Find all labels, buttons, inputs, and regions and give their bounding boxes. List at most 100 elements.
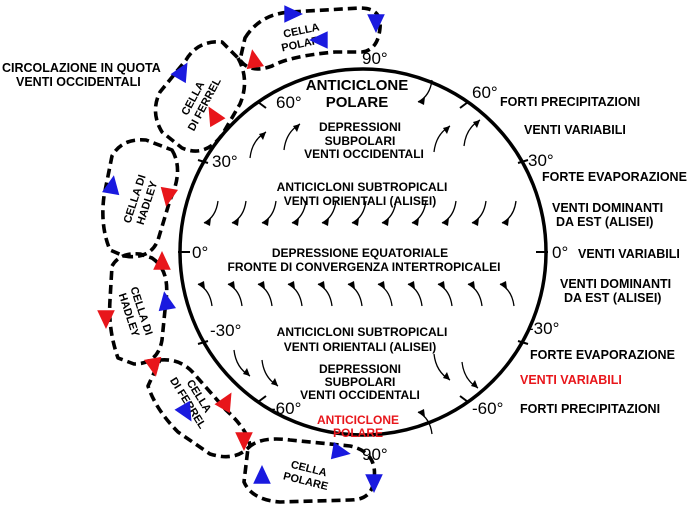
wind-curl-arrowhead — [438, 281, 445, 289]
air-flow-arrow-blue — [330, 442, 351, 460]
wind-curl-arrow — [227, 283, 243, 307]
latitude-left-minus30: -30° — [210, 321, 241, 340]
latitude-label-90-north: 90° — [362, 49, 388, 68]
right-label-trade-winds-south-line1: VENTI DOMINANTI — [560, 277, 671, 291]
air-flow-arrow-red — [246, 49, 264, 70]
zone-equatorial-line1: DEPRESSIONE EQUATORIALE — [272, 246, 448, 260]
wind-curl-arrow — [287, 283, 303, 307]
air-flow-arrow-blue — [253, 465, 271, 484]
cell-label-hadley-north: CELLA DI HADLEY — [122, 173, 161, 226]
zone-equatorial-line2: FRONTE DI CONVERGENZA INTERTROPICALEI — [228, 260, 501, 274]
wind-curl-arrow — [501, 200, 517, 224]
wind-curl-arrow — [441, 200, 457, 224]
wind-curl-arrowhead — [443, 372, 450, 380]
air-flow-arrow-blue — [158, 291, 176, 312]
zone-polar-high-north-line2: POLARE — [326, 94, 389, 111]
zone-subtropical-south-line1: ANTICICLONI SUBTROPICALI — [277, 325, 448, 339]
wind-curl-arrowhead — [352, 218, 359, 226]
wind-curl-arrowhead — [408, 281, 415, 289]
zone-subtropical-north-line2: VENTI ORIENTALI (ALISEI) — [284, 194, 436, 208]
wind-curl-arrow — [257, 283, 273, 307]
wind-curl-arrow — [471, 200, 487, 224]
cell-label-polar-south: CELLA POLARE — [282, 459, 329, 493]
right-label-evaporation-north: FORTE EVAPORAZIONE — [542, 170, 687, 184]
flow-arrows — [97, 5, 385, 493]
cell-hadley-north-loop — [101, 138, 180, 259]
wind-curl-arrowhead — [473, 120, 480, 128]
latitude-right-30: 30° — [528, 151, 554, 170]
right-label-heavy-rain-north: FORTI PRECIPITAZIONI — [500, 95, 640, 109]
air-flow-arrow-blue — [170, 62, 188, 84]
upper-air-line1: CIRCOLAZIONE IN QUOTA — [2, 61, 161, 75]
wind-curl-arrowhead — [502, 218, 509, 226]
right-label-variable-winds-north: VENTI VARIABILI — [524, 123, 626, 137]
wind-curl-arrowhead — [262, 218, 269, 226]
wind-curl-arrowhead — [471, 380, 478, 388]
wind-curl-arrow — [437, 283, 453, 307]
zone-subpolar-north-line3: VENTI OCCIDENTALI — [304, 147, 424, 161]
latitude-right-minus30: -30° — [528, 319, 559, 338]
cell-label-hadley-south: CELLA DI HADLEY — [116, 285, 155, 339]
wind-curl-arrowhead — [259, 132, 266, 140]
right-label-heavy-rain-south: FORTI PRECIPITAZIONI — [520, 402, 660, 416]
latitude-left-minus60: -60° — [270, 399, 301, 418]
wind-curl-arrowhead — [468, 281, 475, 289]
air-flow-arrow-blue — [367, 14, 385, 34]
air-flow-arrow-blue — [174, 400, 192, 422]
air-flow-arrow-red — [160, 186, 178, 207]
cell-polar-south-loop — [242, 437, 377, 504]
wind-curl-arrowhead — [204, 218, 211, 226]
wind-curl-arrowhead — [198, 281, 205, 289]
air-flow-arrow-blue — [365, 474, 383, 493]
cell-polar-north-loop — [238, 6, 382, 71]
cell-ferrel-north-loop — [153, 40, 247, 153]
wind-curl-arrows — [197, 79, 517, 435]
right-label-evaporation-south: FORTE EVAPORAZIONE — [530, 348, 675, 362]
wind-curl-arrowhead — [288, 281, 295, 289]
air-flow-arrow-red — [153, 251, 171, 270]
wind-curl-arrowhead — [228, 281, 235, 289]
circulation-cells — [101, 6, 382, 504]
zone-polar-high-south-line2: POLARE — [333, 426, 383, 440]
wind-curl-arrowhead — [472, 218, 479, 226]
wind-curl-arrowhead — [271, 378, 278, 386]
cell-label-ferrel-south: CELLA DI FERREL — [167, 375, 213, 431]
wind-curl-arrowhead — [442, 218, 449, 226]
wind-curl-arrow — [377, 283, 393, 307]
upper-air-line2: VENTI OCCIDENTALI — [16, 75, 141, 89]
wind-curl-arrowhead — [382, 218, 389, 226]
air-flow-arrow-blue — [102, 175, 120, 196]
latitude-right-0: 0° — [552, 243, 568, 262]
wind-curl-arrowhead — [292, 218, 299, 226]
wind-curl-arrowhead — [243, 368, 250, 376]
right-label-trade-winds-north-line1: VENTI DOMINANTI — [552, 201, 663, 215]
zone-subpolar-south-line3: VENTI OCCIDENTALI — [300, 388, 420, 402]
air-flow-arrow-blue — [284, 5, 303, 23]
right-label-variable-winds-south: VENTI VARIABILI — [520, 373, 622, 387]
air-flow-arrow-red — [97, 310, 115, 329]
wind-curl-arrowhead — [418, 97, 425, 105]
zone-subpolar-south-line2: SUBPOLARI — [325, 375, 396, 389]
wind-curl-arrowhead — [322, 218, 329, 226]
wind-curl-arrow — [347, 283, 363, 307]
zone-subpolar-south-line1: DEPRESSIONI — [319, 362, 401, 376]
latitude-right-minus60: -60° — [472, 399, 503, 418]
cell-hadley-south-loop — [107, 251, 169, 366]
wind-curl-arrow — [197, 283, 213, 307]
wind-curl-arrowhead — [318, 281, 325, 289]
right-label-variable-winds-equator: VENTI VARIABILI — [578, 247, 680, 261]
right-label-trade-winds-south-line2: DA EST (ALISEI) — [564, 291, 661, 305]
wind-curl-arrowhead — [378, 281, 385, 289]
wind-curl-arrow — [499, 283, 515, 307]
wind-curl-arrowhead — [293, 124, 300, 132]
zone-polar-high-north-line1: ANTICICLONE — [306, 77, 409, 94]
air-flow-arrow-blue — [309, 31, 328, 49]
air-flow-arrow-red — [208, 106, 226, 128]
latitude-right-60: 60° — [472, 83, 498, 102]
wind-curl-arrowhead — [258, 281, 265, 289]
wind-curl-arrow — [261, 200, 277, 224]
wind-curl-arrowhead — [418, 409, 425, 417]
latitude-left-60: 60° — [276, 93, 302, 112]
